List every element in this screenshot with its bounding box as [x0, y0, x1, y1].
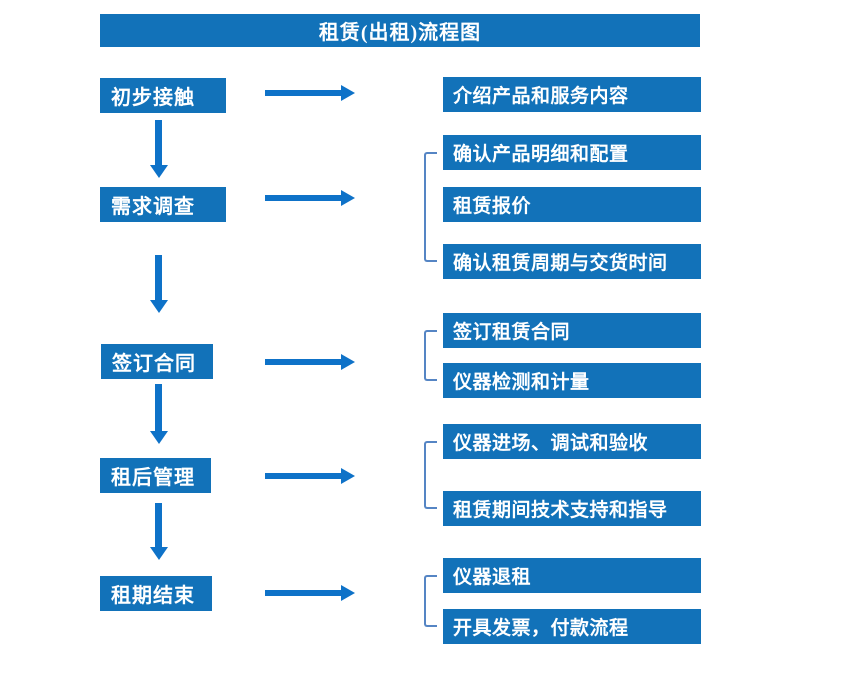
stage-demand-survey: 需求调查	[100, 187, 226, 222]
stage-rental-end: 租期结束	[100, 576, 212, 611]
bracket-group-5	[424, 575, 437, 627]
title-bar: 租赁(出租)流程图	[100, 14, 700, 47]
stage-initial-contact: 初步接触	[100, 78, 226, 113]
right-arrow-3-icon	[265, 354, 355, 370]
page-title: 租赁(出租)流程图	[318, 22, 482, 44]
output-intro-products: 介绍产品和服务内容	[443, 77, 701, 112]
right-arrow-1-icon	[265, 85, 355, 101]
stage-sign-contract: 签订合同	[101, 344, 213, 379]
down-arrow-1-icon	[150, 120, 168, 178]
right-arrow-5-icon	[265, 585, 355, 601]
output-invoice-payment: 开具发票，付款流程	[443, 609, 701, 644]
output-confirm-product-details: 确认产品明细和配置	[443, 135, 701, 170]
output-instrument-entry: 仪器进场、调试和验收	[443, 424, 701, 459]
output-rental-quote: 租赁报价	[443, 187, 701, 222]
stage-post-rental-management: 租后管理	[100, 458, 211, 493]
bracket-group-3	[424, 330, 437, 381]
output-confirm-rental-period: 确认租赁周期与交货时间	[443, 244, 701, 279]
output-rental-support: 租赁期间技术支持和指导	[443, 491, 701, 526]
down-arrow-3-icon	[150, 384, 168, 444]
output-instrument-testing: 仪器检测和计量	[443, 363, 701, 398]
bracket-group-4	[424, 441, 437, 509]
down-arrow-4-icon	[150, 503, 168, 560]
down-arrow-2-icon	[150, 255, 168, 313]
output-sign-rental-contract: 签订租赁合同	[443, 313, 701, 348]
right-arrow-4-icon	[265, 468, 355, 484]
output-instrument-return: 仪器退租	[443, 558, 701, 593]
right-arrow-2-icon	[265, 190, 355, 206]
bracket-group-2	[424, 152, 437, 262]
